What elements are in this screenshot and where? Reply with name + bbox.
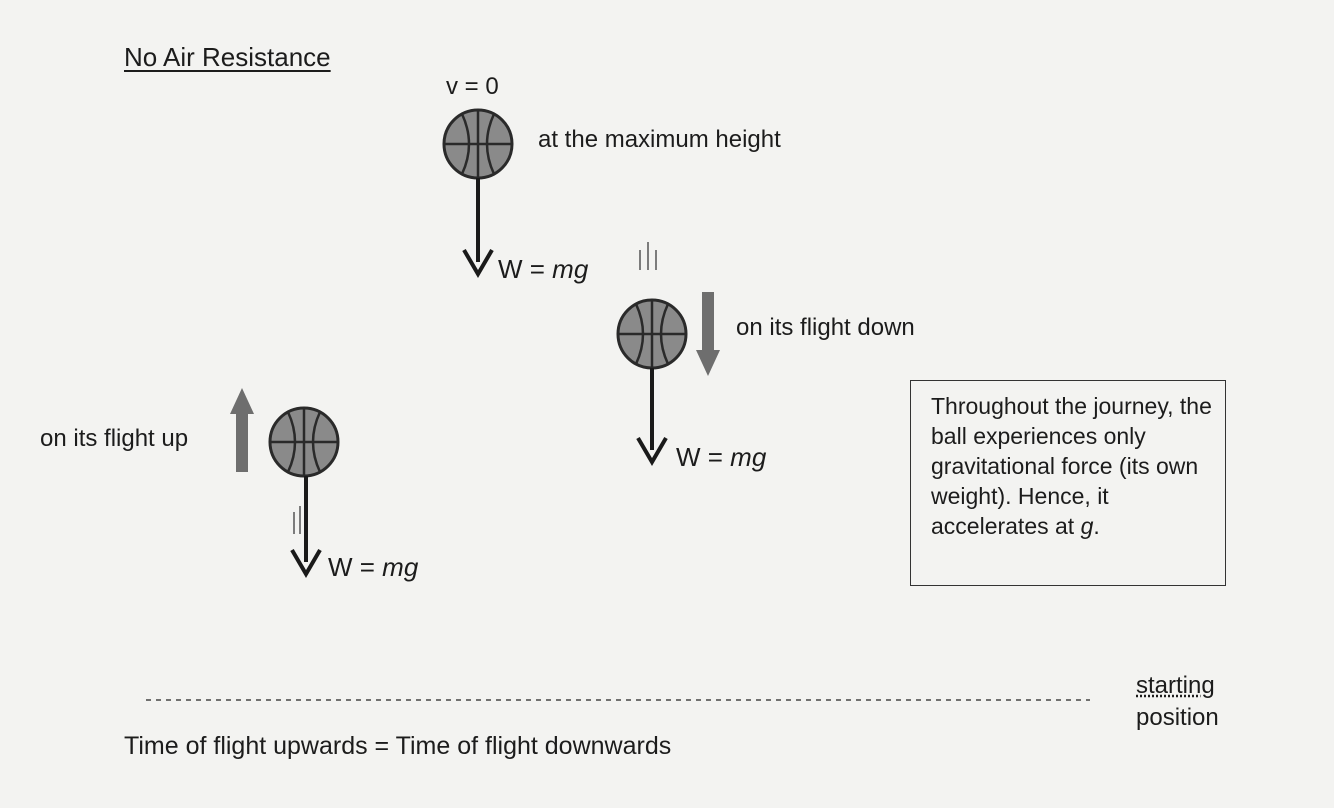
page-title: No Air Resistance [124, 42, 331, 72]
basketball-icon-up [268, 406, 340, 478]
flight-time-statement: Time of flight upwards = Time of flight … [124, 732, 672, 760]
motion-arrow-icon-up [230, 388, 254, 472]
weight-label-down: W = mg [676, 442, 767, 472]
weight-label-top: W = mg [498, 254, 589, 284]
flight-down-label: on its flight down [736, 314, 915, 341]
explanation-box: Throughout the journey, the ball experie… [910, 380, 1226, 586]
motion-marks-icon [639, 242, 657, 270]
velocity-label: v = 0 [446, 73, 499, 100]
weight-arrow-icon-down [636, 368, 668, 466]
motion-arrow-icon-down [696, 292, 720, 376]
weight-label-up: W = mg [328, 552, 419, 582]
basketball-icon-top [442, 108, 514, 180]
max-height-label: at the maximum height [538, 126, 781, 153]
weight-arrow-icon-up [290, 476, 322, 578]
basketball-icon-down [616, 298, 688, 370]
flight-up-label: on its flight up [40, 425, 189, 452]
weight-arrow-icon-top [462, 178, 494, 278]
